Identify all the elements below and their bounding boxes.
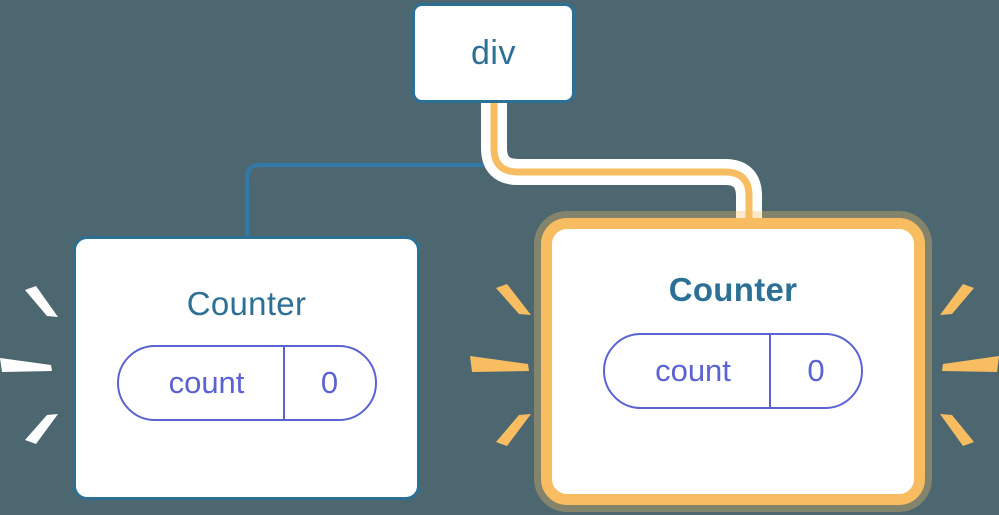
edge-div-to-right-counter-halo xyxy=(481,90,762,245)
node-counter-right[interactable]: Counter count 0 xyxy=(541,218,925,505)
sparkle-ray-icon xyxy=(0,358,52,372)
sparkle-ray-icon xyxy=(25,286,58,317)
sparkle-ray-icon xyxy=(496,414,531,446)
sparkle-ray-icon xyxy=(942,356,999,372)
state-name-left: count xyxy=(168,365,245,400)
state-value-right: 0 xyxy=(769,335,861,407)
state-value-left: 0 xyxy=(282,347,375,419)
state-name-right: count xyxy=(655,353,731,388)
sparkle-burst-icon-right-left-orange xyxy=(470,284,531,446)
node-counter-left[interactable]: Counter count 0 xyxy=(73,236,420,500)
node-div[interactable]: div xyxy=(412,3,575,103)
sparkle-ray-icon xyxy=(940,284,974,315)
node-div-label: div xyxy=(471,33,516,72)
sparkle-ray-icon xyxy=(470,356,529,372)
node-counter-right-label: Counter xyxy=(668,271,798,308)
node-counter-left-label: Counter xyxy=(186,285,307,322)
edge-div-to-right-counter xyxy=(490,99,753,236)
sparkle-burst-icon-right-right-orange xyxy=(940,284,999,446)
edge-div-to-left-counter xyxy=(245,101,495,240)
state-pill-left[interactable]: count 0 xyxy=(116,345,377,421)
sparkle-burst-icon-left-white xyxy=(0,286,58,444)
sparkle-ray-icon xyxy=(496,284,531,315)
sparkle-ray-icon xyxy=(940,414,974,446)
state-pill-right[interactable]: count 0 xyxy=(603,333,863,409)
sparkle-ray-icon xyxy=(25,414,58,444)
